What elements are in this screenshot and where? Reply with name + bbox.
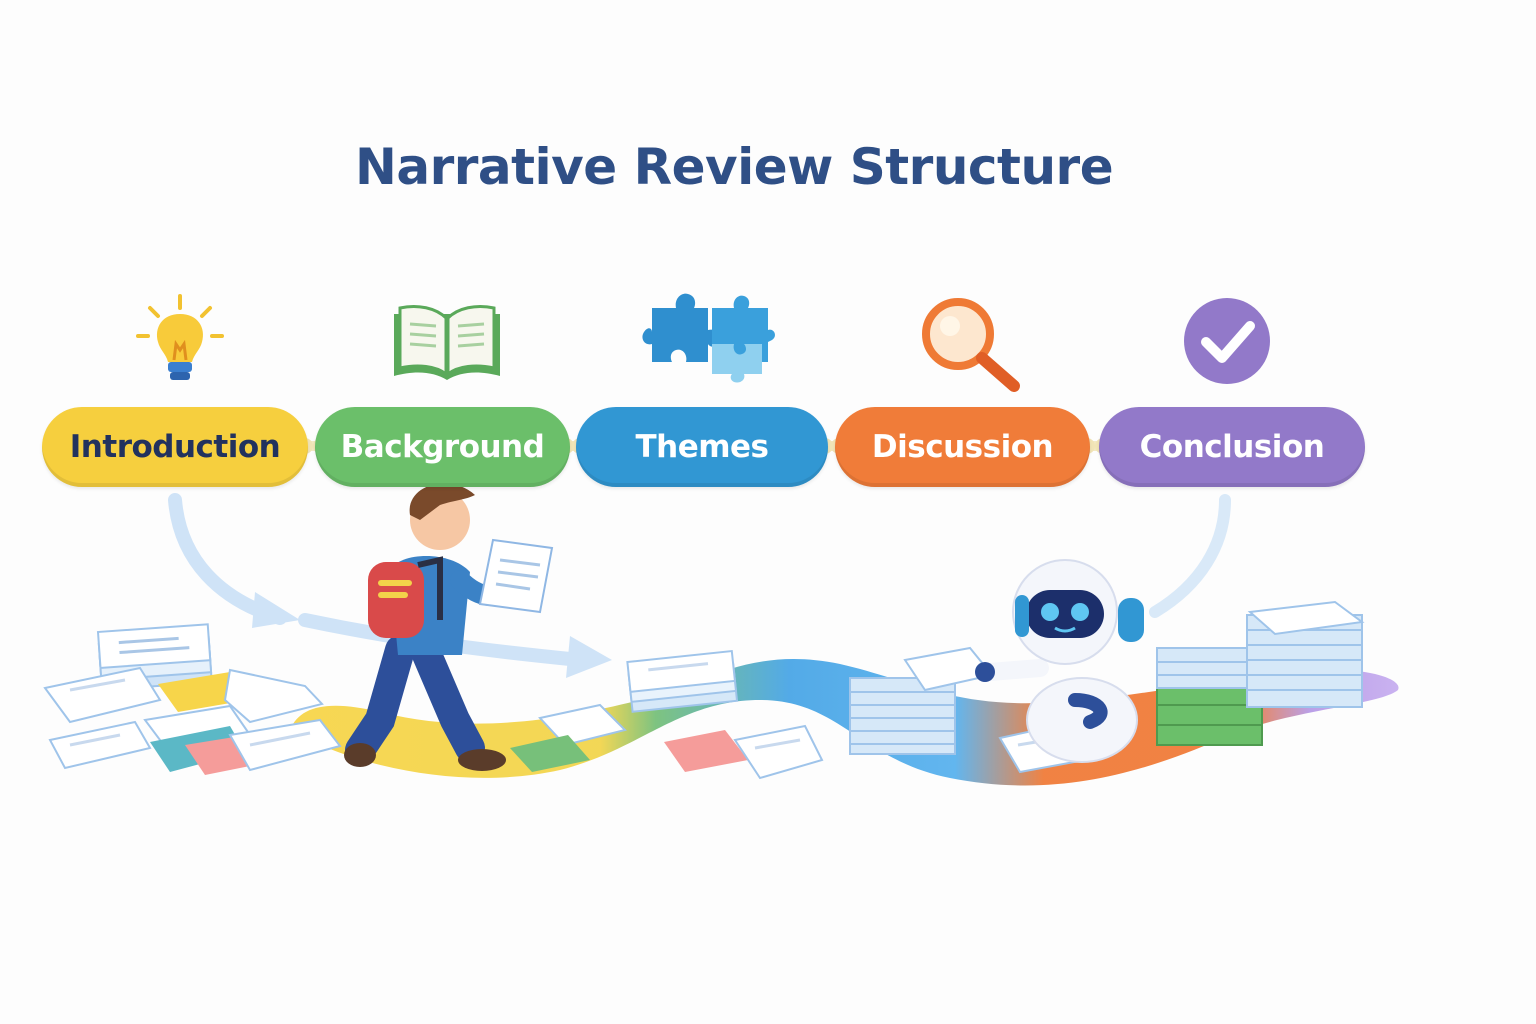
stage-pill-background[interactable]: Background xyxy=(315,407,570,487)
arrow-curve-right xyxy=(1149,494,1231,618)
stage-label-themes: Themes xyxy=(635,429,769,465)
paper-scatter-middle xyxy=(510,649,824,780)
stage-label-discussion: Discussion xyxy=(871,429,1054,465)
stage-pill-discussion[interactable]: Discussion xyxy=(835,407,1090,487)
stage-label-introduction: Introduction xyxy=(69,429,281,465)
stage-label-conclusion: Conclusion xyxy=(1139,429,1325,465)
student-character xyxy=(344,483,554,771)
puzzle-icon xyxy=(642,290,776,386)
stage-pill-conclusion[interactable]: Conclusion xyxy=(1099,407,1365,487)
stage-pill-introduction[interactable]: Introduction xyxy=(42,407,308,487)
robot-character xyxy=(975,559,1144,763)
paper-pile-left xyxy=(43,623,342,775)
stage-pill-themes[interactable]: Themes xyxy=(576,407,828,487)
lightbulb-icon xyxy=(132,294,228,390)
paper-stack-right xyxy=(1156,600,1365,746)
open-book-icon xyxy=(390,302,504,384)
arrow-head-straight xyxy=(566,636,612,678)
magnifier-icon xyxy=(918,294,1022,392)
arrow-head-left xyxy=(252,592,300,628)
checkmark-icon xyxy=(1182,296,1272,386)
page-title: Narrative Review Structure xyxy=(355,138,1114,196)
stage-label-background: Background xyxy=(340,429,545,465)
